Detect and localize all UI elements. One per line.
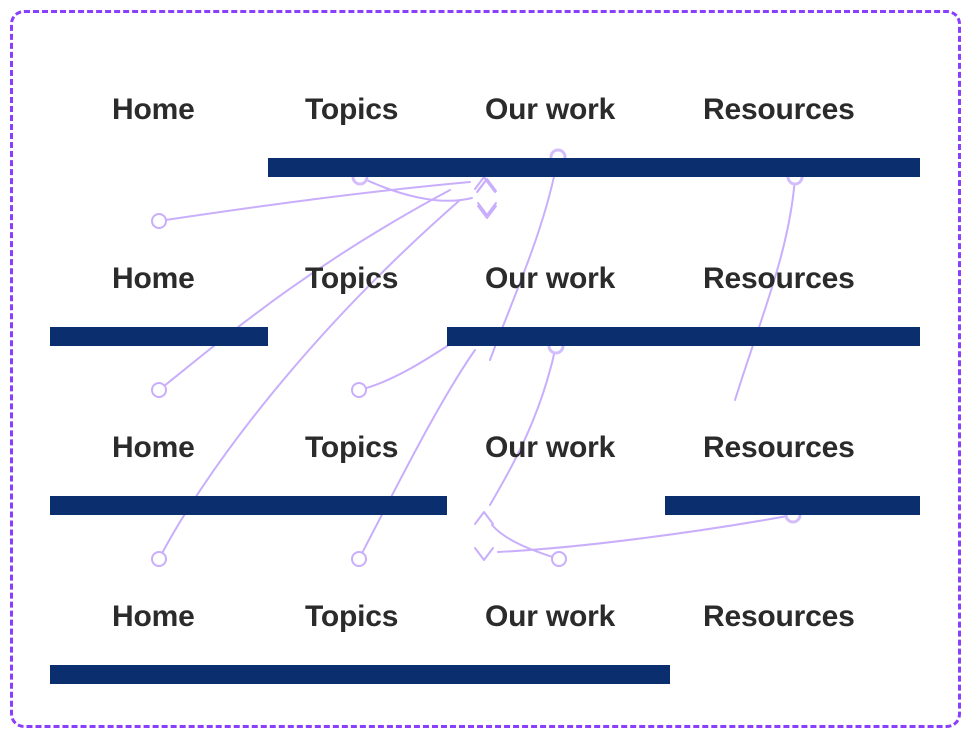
connector-open-endpoint-ep-6[interactable] xyxy=(551,551,567,567)
connector-arrowhead-c-8 xyxy=(476,179,496,193)
nav-link-home-row1[interactable]: Home xyxy=(112,93,195,126)
nav-link-topics-row1[interactable]: Topics xyxy=(305,93,399,126)
connector-arrowhead-c-1 xyxy=(477,178,497,192)
connector-curve-c-2 xyxy=(359,176,473,202)
underline-bar-row2-2 xyxy=(447,327,920,346)
connector-open-endpoint-ep-2[interactable] xyxy=(151,382,167,398)
connector-arrowhead-c-2 xyxy=(477,205,497,219)
nav-link-our-work-row1[interactable]: Our work xyxy=(485,93,616,126)
nav-link-our-work-row2[interactable]: Our work xyxy=(485,262,616,295)
nav-link-topics-row2[interactable]: Topics xyxy=(305,262,399,295)
nav-link-home-row3[interactable]: Home xyxy=(112,431,195,464)
connector-open-endpoint-ep-3[interactable] xyxy=(351,382,367,398)
underline-bar-row1-1 xyxy=(268,158,920,177)
nav-link-our-work-row3[interactable]: Our work xyxy=(485,431,616,464)
nav-link-topics-row4[interactable]: Topics xyxy=(305,600,399,633)
connector-arrowhead-c-9 xyxy=(477,202,497,216)
connector-arrowhead-c-11 xyxy=(474,547,494,561)
connector-arrowhead-c-5 xyxy=(474,176,494,190)
connector-open-endpoint-ep-1[interactable] xyxy=(151,213,167,229)
connector-curve-c-11 xyxy=(497,514,794,553)
nav-link-home-row2[interactable]: Home xyxy=(112,262,195,295)
nav-link-resources-row3[interactable]: Resources xyxy=(703,431,855,464)
connector-open-endpoint-ep-4[interactable] xyxy=(151,551,167,567)
connector-curve-c-10 xyxy=(491,524,560,560)
nav-link-resources-row2[interactable]: Resources xyxy=(703,262,855,295)
underline-bar-row2-1 xyxy=(50,327,268,346)
connector-arrowhead-c-10 xyxy=(474,511,494,525)
nav-link-topics-row3[interactable]: Topics xyxy=(305,431,399,464)
nav-link-our-work-row4[interactable]: Our work xyxy=(485,600,616,633)
underline-bar-row3-2 xyxy=(665,496,920,515)
underline-bar-row4-1 xyxy=(50,665,670,684)
nav-link-home-row4[interactable]: Home xyxy=(112,600,195,633)
nav-link-resources-row1[interactable]: Resources xyxy=(703,93,855,126)
underline-bar-row3-1 xyxy=(50,496,447,515)
nav-link-resources-row4[interactable]: Resources xyxy=(703,600,855,633)
connector-open-endpoint-ep-5[interactable] xyxy=(351,551,367,567)
connector-curve-c-7 xyxy=(489,345,557,506)
connector-curve-c-1 xyxy=(158,181,471,222)
